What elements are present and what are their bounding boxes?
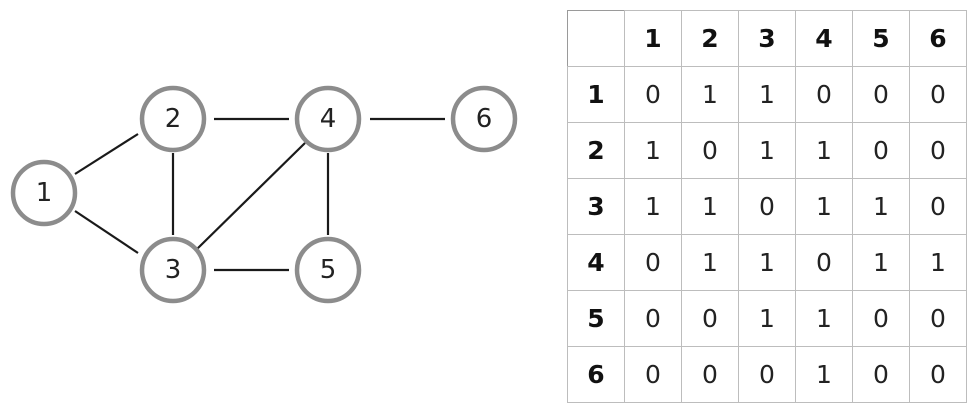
matrix-cell: 1 bbox=[852, 178, 910, 235]
node-label: 1 bbox=[36, 178, 53, 208]
col-header: 6 bbox=[909, 10, 967, 67]
graph-node-3: 3 bbox=[139, 236, 207, 304]
matrix-cell: 1 bbox=[738, 66, 796, 123]
node-circle bbox=[294, 85, 362, 153]
matrix-row-3: 3 1 1 0 1 1 0 bbox=[567, 178, 967, 235]
matrix-cell: 1 bbox=[681, 178, 739, 235]
edge-1-2 bbox=[74, 133, 139, 175]
matrix-cell: 0 bbox=[852, 290, 910, 347]
matrix-cell: 0 bbox=[795, 234, 853, 291]
col-header: 1 bbox=[624, 10, 682, 67]
matrix-header-row: 1 2 3 4 5 6 bbox=[567, 10, 967, 67]
node-label: 4 bbox=[320, 104, 337, 134]
matrix-row-6: 6 0 0 0 1 0 0 bbox=[567, 346, 967, 403]
node-circle bbox=[294, 236, 362, 304]
matrix-row-4: 4 0 1 1 0 1 1 bbox=[567, 234, 967, 291]
matrix-cell: 0 bbox=[852, 122, 910, 179]
matrix-corner-cell bbox=[567, 10, 625, 67]
adjacency-matrix: 1 2 3 4 5 6 1 0 1 1 0 0 0 2 1 0 1 1 0 0 … bbox=[567, 10, 967, 403]
row-header: 4 bbox=[567, 234, 625, 291]
node-circle bbox=[10, 159, 78, 227]
edge-3-4 bbox=[196, 142, 306, 250]
matrix-row-1: 1 0 1 1 0 0 0 bbox=[567, 66, 967, 123]
node-circle bbox=[139, 236, 207, 304]
matrix-cell: 0 bbox=[624, 66, 682, 123]
node-label: 6 bbox=[476, 104, 493, 134]
matrix-cell: 0 bbox=[681, 346, 739, 403]
matrix-row-5: 5 0 0 1 1 0 0 bbox=[567, 290, 967, 347]
matrix-cell: 1 bbox=[795, 290, 853, 347]
edge-1-3 bbox=[74, 210, 139, 254]
matrix-cell: 0 bbox=[624, 234, 682, 291]
col-header: 4 bbox=[795, 10, 853, 67]
matrix-cell: 1 bbox=[624, 122, 682, 179]
node-label: 2 bbox=[165, 104, 182, 134]
matrix-cell: 0 bbox=[738, 178, 796, 235]
matrix-cell: 0 bbox=[738, 346, 796, 403]
matrix-cell: 0 bbox=[852, 66, 910, 123]
graph-node-2: 2 bbox=[139, 85, 207, 153]
matrix-cell: 0 bbox=[795, 66, 853, 123]
matrix-cell: 0 bbox=[624, 346, 682, 403]
node-label: 3 bbox=[165, 255, 182, 285]
graph-node-5: 5 bbox=[294, 236, 362, 304]
graph-node-6: 6 bbox=[450, 85, 518, 153]
graph-node-4: 4 bbox=[294, 85, 362, 153]
matrix-row-2: 2 1 0 1 1 0 0 bbox=[567, 122, 967, 179]
col-header: 3 bbox=[738, 10, 796, 67]
row-header: 2 bbox=[567, 122, 625, 179]
matrix-cell: 1 bbox=[795, 122, 853, 179]
matrix-cell: 1 bbox=[624, 178, 682, 235]
matrix-cell: 0 bbox=[909, 122, 967, 179]
node-circle bbox=[450, 85, 518, 153]
graph-diagram: 1 2 3 4 5 6 bbox=[10, 85, 518, 304]
graph-edges bbox=[74, 117, 445, 272]
matrix-cell: 1 bbox=[681, 234, 739, 291]
matrix-cell: 0 bbox=[909, 290, 967, 347]
matrix-cell: 1 bbox=[681, 66, 739, 123]
row-header: 3 bbox=[567, 178, 625, 235]
matrix-cell: 1 bbox=[909, 234, 967, 291]
row-header: 6 bbox=[567, 346, 625, 403]
col-header: 5 bbox=[852, 10, 910, 67]
matrix-cell: 0 bbox=[909, 178, 967, 235]
matrix-cell: 1 bbox=[738, 234, 796, 291]
matrix-cell: 0 bbox=[909, 346, 967, 403]
matrix-cell: 1 bbox=[738, 122, 796, 179]
matrix-cell: 0 bbox=[909, 66, 967, 123]
col-header: 2 bbox=[681, 10, 739, 67]
matrix-cell: 1 bbox=[738, 290, 796, 347]
node-circle bbox=[139, 85, 207, 153]
matrix-cell: 1 bbox=[795, 178, 853, 235]
matrix-cell: 0 bbox=[681, 290, 739, 347]
row-header: 5 bbox=[567, 290, 625, 347]
matrix-cell: 0 bbox=[681, 122, 739, 179]
node-label: 5 bbox=[320, 255, 337, 285]
matrix-cell: 0 bbox=[852, 346, 910, 403]
matrix-cell: 1 bbox=[795, 346, 853, 403]
matrix-cell: 0 bbox=[624, 290, 682, 347]
matrix-cell: 1 bbox=[852, 234, 910, 291]
graph-node-1: 1 bbox=[10, 159, 78, 227]
row-header: 1 bbox=[567, 66, 625, 123]
